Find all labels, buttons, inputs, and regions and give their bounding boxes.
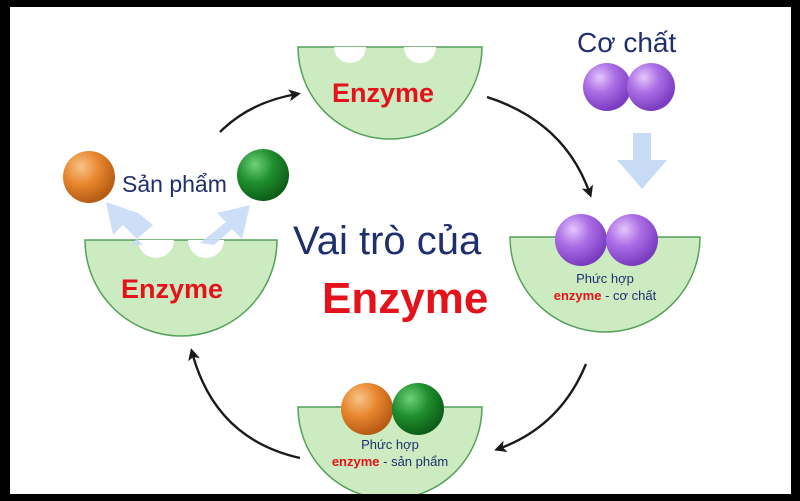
product-orange	[63, 151, 115, 203]
title-line2: Enzyme	[322, 277, 488, 321]
product-label: Sản phẩm	[122, 173, 227, 196]
product-release-arrow-right	[200, 205, 250, 245]
product-green	[237, 149, 289, 201]
complex-ep-enzyme-word: enzyme	[332, 454, 380, 469]
cycle-arrow-top	[220, 94, 297, 132]
product-release-arrow-left	[106, 202, 153, 245]
enzyme-left-label: Enzyme	[121, 276, 223, 303]
complex-ep-label: Phức hợp enzyme - sản phẩm	[310, 436, 470, 470]
bound-product-orange	[341, 383, 393, 435]
complex-ep-line1: Phức hợp	[310, 436, 470, 453]
complex-es-line1: Phức hợp	[530, 270, 680, 287]
bound-substrate-molecule	[606, 214, 658, 266]
complex-es-rest: - cơ chất	[601, 288, 656, 303]
diagram-canvas: Enzyme Enzyme Cơ chất Sản phẩm Vai trò c…	[10, 7, 791, 494]
substrate-label: Cơ chất	[577, 29, 676, 57]
cycle-arrow-bottom-right	[498, 364, 586, 449]
complex-es-enzyme-word: enzyme	[554, 288, 602, 303]
bound-product-green	[392, 383, 444, 435]
substrate-molecule	[627, 63, 675, 111]
complex-es-label: Phức hợp enzyme - cơ chất	[530, 270, 680, 304]
bound-substrate-molecule	[555, 214, 607, 266]
cycle-arrow-right	[487, 97, 590, 194]
enzyme-top-label: Enzyme	[332, 80, 434, 107]
complex-ep-rest: - sản phẩm	[380, 454, 449, 469]
complex-es-line2: enzyme - cơ chất	[530, 287, 680, 304]
complex-ep-line2: enzyme - sản phẩm	[310, 453, 470, 470]
cycle-arrow-bottom-left	[192, 352, 300, 458]
title-line1: Vai trò của	[293, 221, 481, 261]
substrate-arrow	[617, 133, 667, 189]
substrate-molecule	[583, 63, 631, 111]
